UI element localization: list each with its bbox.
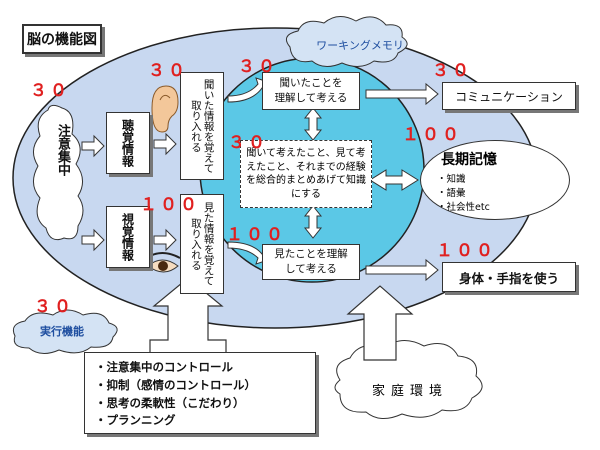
- score-integrate: ３０: [228, 133, 268, 153]
- score-understand-heard: ３０: [238, 57, 278, 77]
- working-memory-label: ワーキングメモリ: [316, 39, 404, 52]
- understand-heard-box: 聞いたことを 理解して考える: [262, 72, 360, 110]
- auditory-info-label: 聴覚情報: [120, 119, 135, 167]
- arrow-understand-to-body: [365, 258, 439, 282]
- visual-info-box: 視覚情報: [106, 206, 150, 268]
- ear-icon: [151, 85, 179, 133]
- attention-cloud: [33, 104, 84, 241]
- score-take-in-heard: ３０: [148, 61, 188, 81]
- score-communication: ３０: [432, 61, 472, 81]
- take-in-seen-label: 見た情報を覚えて取り入れる: [190, 202, 215, 286]
- auditory-info-box: 聴覚情報: [106, 112, 150, 174]
- take-in-seen-box: 見た情報を覚えて取り入れる: [180, 194, 224, 294]
- communication-box: コミュニケーション: [442, 82, 576, 110]
- long-term-memory-ellipse: 長期記憶 ・知識 ・語彙 ・社会性etc: [420, 140, 570, 220]
- attention-label: 注意集中: [55, 124, 70, 176]
- executive-item: ・注意集中のコントロール: [95, 360, 233, 374]
- arrow-understand-to-communication: [365, 82, 439, 106]
- arrow-attention-to-visual: [81, 228, 105, 252]
- arrow-auditory-to-takein: [153, 132, 177, 156]
- executive-function-cloud: [12, 309, 118, 354]
- home-environment-label: 家庭環境: [371, 383, 448, 399]
- arrow-attention-to-auditory: [81, 134, 105, 158]
- integrate-box: 聞いて考えたこと、見て考えたこと、それまでの経験を総合的まとめあげて知識にする: [240, 140, 372, 208]
- executive-function-label: 実行機能: [40, 325, 84, 338]
- long-term-memory-title: 長期記憶: [441, 152, 497, 168]
- executive-function-list: ・注意集中のコントロール ・抑制（感情のコントロール） ・思考の柔軟性（こだわり…: [84, 352, 316, 434]
- score-attention: ３０: [30, 81, 70, 101]
- working-memory-cloud: [285, 16, 408, 67]
- arrow-integrate-longterm: [369, 169, 419, 191]
- arrow-visual-to-takein: [153, 228, 177, 252]
- diagram-title: 脳の機能図: [22, 24, 102, 54]
- score-understand-seen: １００: [226, 225, 286, 245]
- executive-item: ・思考の柔軟性（こだわり）: [95, 395, 245, 410]
- score-executive-function: ３０: [34, 297, 74, 317]
- score-long-term-memory: １００: [402, 125, 462, 145]
- long-term-memory-item: ・知識: [437, 174, 466, 185]
- arrow-vertical-bottom: [303, 205, 323, 239]
- executive-item: ・プランニング: [95, 413, 176, 428]
- understand-seen-box: 見たことを理解 して考える: [262, 244, 360, 280]
- take-in-heard-box: 聞いた情報を覚えて取り入れる: [180, 72, 224, 180]
- long-term-memory-item: ・社会性etc: [437, 202, 490, 213]
- score-take-in-seen: １００: [140, 195, 200, 215]
- take-in-heard-label: 聞いた情報を覚えて取り入れる: [190, 78, 215, 174]
- body-fingers-box: 身体・手指を使う: [442, 262, 576, 292]
- executive-item: ・抑制（感情のコントロール）: [95, 377, 256, 392]
- visual-info-label: 視覚情報: [120, 213, 135, 261]
- long-term-memory-item: ・語彙: [437, 188, 466, 199]
- score-body-fingers: １００: [436, 241, 496, 261]
- big-arrow-home-up: [346, 285, 414, 361]
